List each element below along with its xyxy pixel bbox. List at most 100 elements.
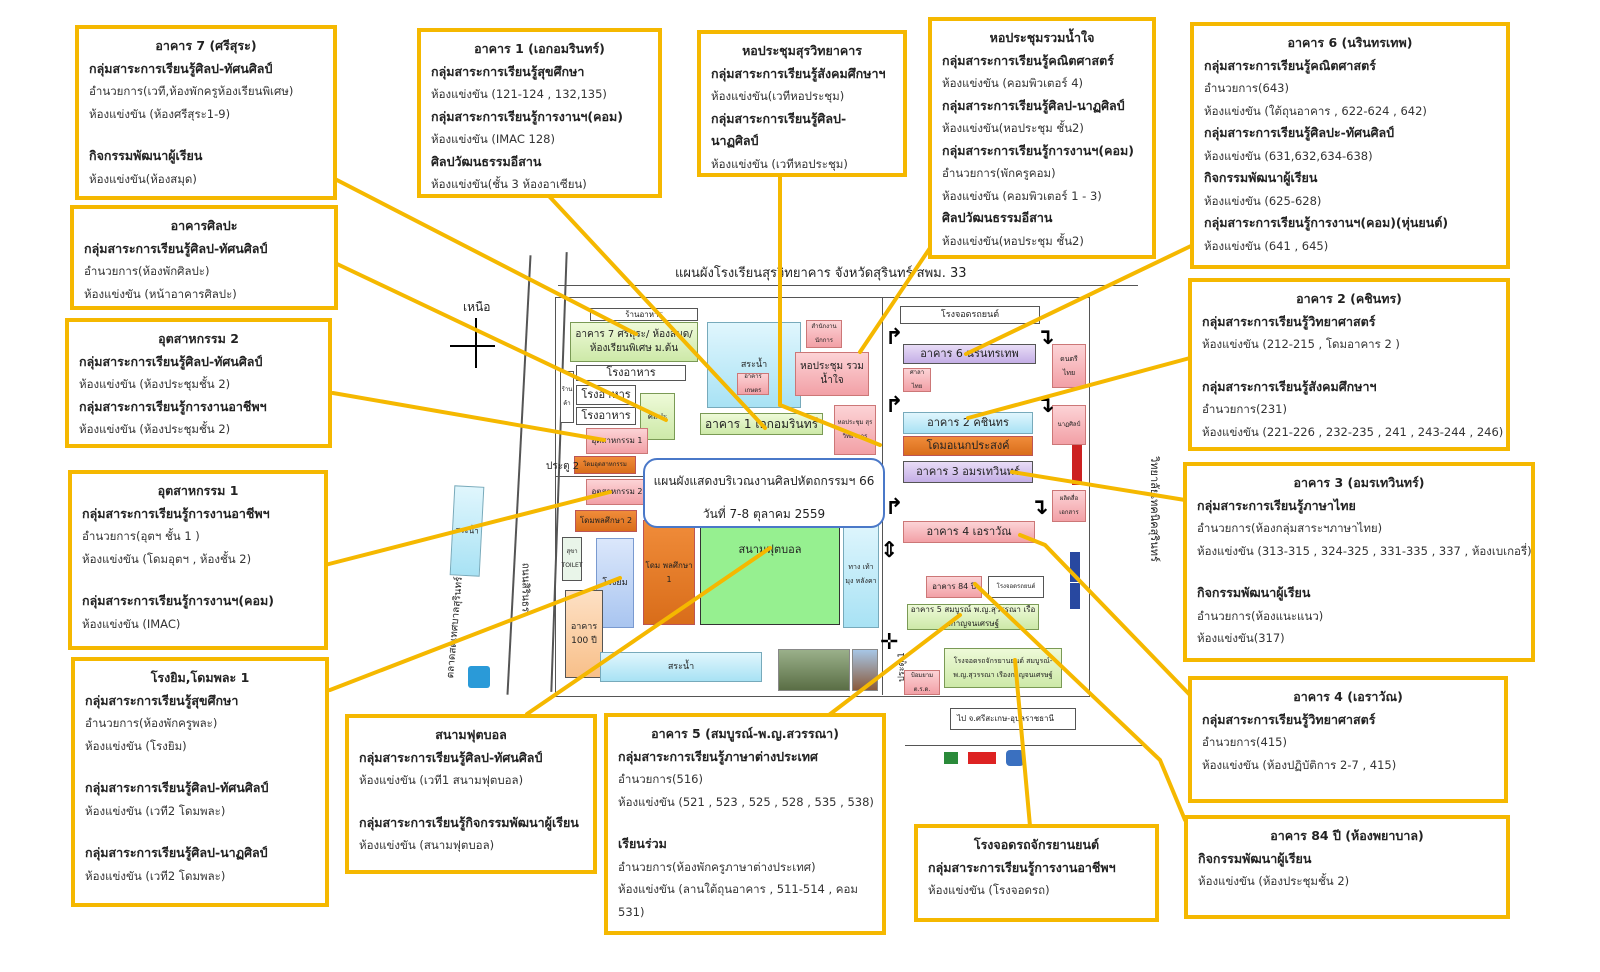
callout-group-heading: กลุ่มสาระการเรียนรู้คณิตศาสตร์ bbox=[1204, 57, 1376, 73]
callout-detail-line: ห้องแข่งขัน (หน้าอาคารศิลปะ) bbox=[84, 286, 237, 301]
block-multipurpose-dome: โดมอเนกประสงค์ bbox=[903, 436, 1033, 456]
traffic-arrow-icon: ✛ bbox=[880, 630, 899, 655]
callout-detail-line: อำนวยการ(516) bbox=[618, 772, 703, 786]
callout-building-3: อาคาร 3 (อมรเทวินทร์)กลุ่มสาระการเรียนรู… bbox=[1183, 462, 1535, 662]
callout-group-heading: กลุ่มสาระการเรียนรู้ภาษาต่างประเทศ bbox=[618, 748, 818, 764]
callout-detail-line: ห้องแข่งขัน (121-124 , 132,135) bbox=[431, 87, 607, 101]
callout-detail-line: ห้องแข่งขัน (คอมพิวเตอร์ 1 - 3) bbox=[942, 188, 1102, 203]
callout-detail-line: ห้องแข่งขัน (ห้องศรีสุระ1-9) bbox=[89, 106, 231, 121]
callout-group-heading: กลุ่มสาระการเรียนรู้การงานฯ(คอม) bbox=[431, 108, 623, 124]
map-title: แผนผังโรงเรียนสุรวิทยาคาร จังหวัดสุรินทร… bbox=[675, 266, 967, 281]
callout-title: อาคาร 1 (เอกอมรินทร์) bbox=[474, 41, 605, 56]
callout-football-field: สนามฟุตบอลกลุ่มสาระการเรียนรู้ศิลป-ทัศนศ… bbox=[345, 714, 597, 874]
block-hall-suravit: หอประชุม สุรวิทยาคาร bbox=[834, 405, 876, 455]
block-thai-sala: ศาลา ไทย bbox=[903, 368, 931, 392]
traffic-arrow-icon: ⇕ bbox=[880, 538, 899, 563]
callout-detail-line: อำนวยการ(เวที,ห้องพักครูห้องเรียนพิเศษ) bbox=[89, 84, 294, 98]
shop-icon bbox=[1006, 750, 1024, 766]
callout-detail-line: อำนวยการ(ห้องกลุ่มสาระฯภาษาไทย) bbox=[1197, 521, 1383, 535]
block-canteen: โรงอาหาร bbox=[576, 407, 636, 425]
callout-group-heading: กลุ่มสาระการเรียนรู้สังคมศึกษาฯ bbox=[1202, 378, 1377, 394]
block-football-field: สนามฟุตบอล bbox=[700, 520, 840, 625]
spacer bbox=[85, 822, 315, 842]
callout-group-heading: ศิลปวัฒนธรรมอีสาน bbox=[431, 153, 542, 169]
traffic-arrow-icon: ↴ bbox=[1030, 495, 1049, 520]
block-industry-1: อุตสาหกรรม 1 bbox=[586, 428, 648, 454]
callout-detail-line: ห้องแข่งขัน(หอประชุม ชั้น2) bbox=[942, 121, 1084, 135]
callout-detail-line: ห้องแข่งขัน (212-215 , โดมอาคาร 2 ) bbox=[1202, 337, 1400, 351]
callout-detail-line: อำนวยการ(ห้องพักครูภาษาต่างประเทศ) bbox=[618, 859, 816, 874]
block-building-6: อาคาร 6 นรินทรเทพ bbox=[903, 344, 1036, 364]
callout-building-6: อาคาร 6 (นรินทรเทพ)กลุ่มสาระการเรียนรู้ค… bbox=[1190, 22, 1510, 269]
block-building-100: อาคาร 100 ปี bbox=[565, 590, 603, 678]
event-banner: แผนผังแสดงบริเวณงานศิลปหัตถกรรมฯ 66 วันท… bbox=[643, 458, 885, 528]
block-pe-dome-1: โดม พลศึกษา 1 bbox=[643, 520, 695, 625]
callout-title: อาคาร 5 (สมบูรณ์-พ.ญ.สวรรณา) bbox=[651, 726, 839, 741]
spacer bbox=[1202, 356, 1496, 376]
traffic-arrow-icon: ↴ bbox=[1036, 325, 1055, 350]
spacer bbox=[85, 757, 315, 777]
temple-photo bbox=[852, 649, 878, 691]
block-industry-2: อุตสาหกรรม 2 bbox=[586, 479, 648, 505]
block-industry-dome: โดมอุตสาหกรรม bbox=[574, 456, 636, 474]
callout-detail-line: อำนวยการ(ห้องพักศิลปะ) bbox=[84, 264, 210, 278]
traffic-arrow-icon: ↱ bbox=[885, 393, 904, 418]
gate-1-label: ประตู 1 bbox=[896, 652, 907, 682]
callout-group-heading: กลุ่มสาระการเรียนรู้ภาษาไทย bbox=[1197, 497, 1356, 513]
callout-building-1: อาคาร 1 (เอกอมรินทร์) กลุ่มสาระการเรียนรู… bbox=[417, 28, 662, 198]
bus-stop-icon bbox=[468, 666, 490, 688]
road-edge bbox=[558, 285, 1138, 286]
callout-motorcycle-parking: โรงจอดรถจักรยานยนต์กลุ่มสาระการเรียนรู้ก… bbox=[914, 824, 1159, 922]
spacer bbox=[82, 570, 314, 590]
callout-detail-line: ห้องแข่งขัน (ห้องปฏิบัติการ 2-7 , 415) bbox=[1202, 757, 1397, 772]
block-canteen: โรงอาหาร bbox=[576, 385, 636, 405]
block-thai-music: ดนตรี ไทย bbox=[1052, 344, 1086, 388]
block-pool-left: สระน้ำ bbox=[449, 485, 485, 577]
callout-group-heading: กลุ่มสาระการเรียนรู้การงานฯ(คอม) bbox=[942, 142, 1134, 158]
road-label-east: วิทยาลัยเทคนิคสุรินทร์ bbox=[1147, 456, 1161, 562]
sign-icon bbox=[1072, 445, 1082, 485]
road-label-west: ถนนสิรินธร bbox=[519, 562, 531, 613]
traffic-arrow-icon: ↱ bbox=[885, 325, 904, 350]
block-hall-ruam: หอประชุม รวมน้ำใจ bbox=[795, 352, 869, 396]
callout-group-heading: กลุ่มสาระการเรียนรู้กิจกรรมพัฒนาผู้เรียน bbox=[359, 814, 579, 830]
banner-line-1: แผนผังแสดงบริเวณงานศิลปหัตถกรรมฯ 66 bbox=[653, 474, 875, 488]
callout-group-heading: กลุ่มสาระการเรียนรู้สังคมศึกษาฯ bbox=[711, 65, 886, 81]
block-office: สำนักงาน นักการ bbox=[806, 320, 842, 348]
callout-art-building: อาคารศิลปะกลุ่มสาระการเรียนรู้ศิลป-ทัศนศ… bbox=[70, 205, 338, 310]
callout-gym: โรงยิม,โดมพละ 1 กลุ่มสาระการเรียนรู้สุขศึ… bbox=[71, 657, 329, 907]
callout-building-84: อาคาร 84 ปี (ห้องพยาบาล)กิจกรรมพัฒนาผู้เ… bbox=[1184, 815, 1510, 919]
callout-detail-line: ห้องแข่งขัน (IMAC 128) bbox=[431, 132, 555, 146]
callout-detail-line: 531) bbox=[618, 904, 645, 919]
callout-detail-line: ห้องแข่งขัน (631,632,634-638) bbox=[1204, 148, 1373, 163]
callout-detail-line: ห้องแข่งขัน(หอประชุม ชั้น2) bbox=[942, 233, 1084, 248]
callout-group-heading: กลุ่มสาระการเรียนรู้การงานอาชีพฯ bbox=[928, 859, 1116, 875]
callout-group-heading: กลุ่มสาระการเรียนรู้ศิลป-นาฏศิลป์ bbox=[711, 110, 847, 149]
callout-detail-line: ห้องแข่งขัน (สนามฟุตบอล) bbox=[359, 838, 495, 852]
callout-detail-line: ห้องแข่งขัน (641 , 645) bbox=[1204, 238, 1329, 253]
callout-group-heading: กลุ่มสาระการเรียนรู้การงานอาชีพฯ bbox=[79, 398, 267, 414]
callout-group-heading: กิจกรรมพัฒนาผู้เรียน bbox=[1198, 850, 1312, 866]
callout-detail-line: ห้องแข่งขัน (ห้องประชุมชั้น 2) bbox=[1198, 874, 1350, 888]
block-shop: ร้านค้า bbox=[560, 371, 574, 423]
callout-group-heading: กลุ่มสาระการเรียนรู้สุขศึกษา bbox=[85, 692, 239, 708]
callout-title: อาคาร 7 (ศรีสุระ) bbox=[155, 38, 257, 53]
block-agri: อาคาร เกษตร bbox=[737, 373, 769, 395]
callout-title: สนามฟุตบอล bbox=[435, 727, 507, 742]
callout-group-heading: กลุ่มสาระการเรียนรู้วิทยาศาสตร์ bbox=[1202, 711, 1376, 727]
spacer bbox=[89, 125, 323, 145]
callout-detail-line: อำนวยการ(231) bbox=[1202, 402, 1287, 416]
callout-detail-line: ห้องแข่งขัน (221-226 , 232-235 , 241 , 2… bbox=[1202, 424, 1504, 439]
callout-hall-ruam: หอประชุมรวมน้ำใจกลุ่มสาระการเรียนรู้คณิต… bbox=[928, 17, 1156, 259]
callout-group-heading: กลุ่มสาระการเรียนรู้การงานฯ(คอม)(หุ่นยนต… bbox=[1204, 215, 1449, 230]
callout-group-heading: กลุ่มสาระการเรียนรู้ศิลป-นาฏศิลป์ bbox=[942, 97, 1125, 113]
spacer bbox=[1197, 562, 1521, 582]
block-motorcycle-parking: โรงจอดรถจักรยานยนต์ สมบูรณ์- พ.ญ.สุวรรณา… bbox=[944, 648, 1062, 688]
callout-title: โรงยิม,โดมพละ 1 bbox=[150, 670, 250, 685]
callout-detail-line: ห้องแข่งขัน(ห้องสมุด) bbox=[89, 171, 197, 186]
callout-title: หอประชุมรวมน้ำใจ bbox=[989, 30, 1095, 45]
callout-group-heading: กิจกรรมพัฒนาผู้เรียน bbox=[1204, 170, 1318, 185]
callout-detail-line: อำนวยการ(643) bbox=[1204, 81, 1289, 95]
callout-group-heading: กลุ่มสาระการเรียนรู้ศิลป-ทัศนศิลป์ bbox=[85, 780, 269, 795]
